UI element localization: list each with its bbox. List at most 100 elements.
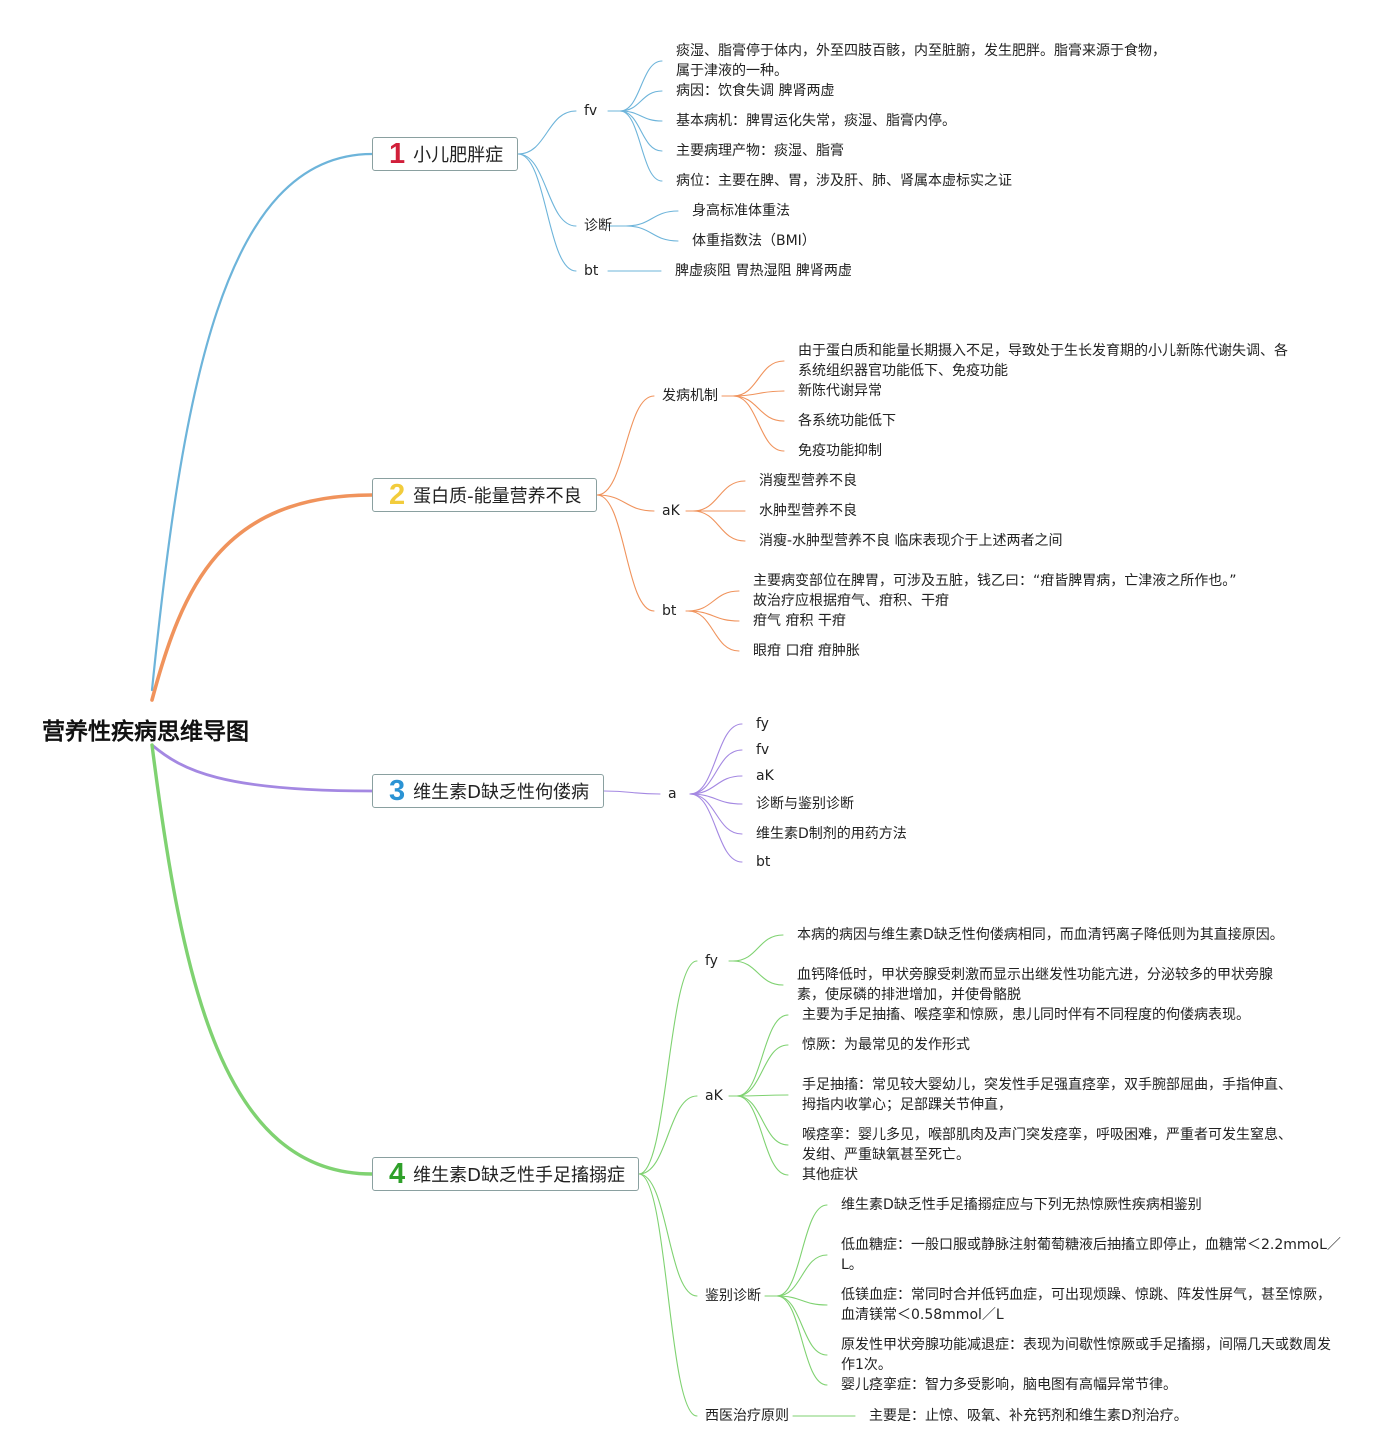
leaf-link <box>619 60 663 112</box>
leaf-topic: bt <box>756 854 771 870</box>
leaf-topic: 喉痉挛：婴儿多见，喉部肌肉及声门突发痉挛，呼吸困难，严重者可发生窒息、 发绀、严… <box>802 1127 1292 1163</box>
leaf-topic: 主要为手足抽搐、喉痉挛和惊厥，患儿同时伴有不同程度的佝偻病表现。 <box>802 1007 1250 1023</box>
leaf-link <box>736 1094 789 1097</box>
root-link <box>150 152 374 692</box>
sub-topic[interactable]: fv <box>584 103 598 119</box>
sub-topic[interactable]: bt <box>662 603 677 619</box>
sub-topic[interactable]: aK <box>662 503 680 519</box>
leaf-topic: fv <box>756 742 770 758</box>
branch-label: 维生素D缺乏性手足搐搦症 <box>413 1165 625 1186</box>
leaf-topic: 脾虚痰阻 胃热湿阻 脾肾两虚 <box>675 263 852 279</box>
branch-label: 小儿肥胖症 <box>413 145 504 166</box>
branch-sub-link <box>638 960 698 1175</box>
root-title: 营养性疾病思维导图 <box>42 719 249 745</box>
leaf-link <box>732 960 784 986</box>
sub-topic[interactable]: aK <box>705 1088 723 1104</box>
branch-number: 4 <box>389 1157 406 1190</box>
branch-sub-link <box>596 494 655 512</box>
leaf-link <box>692 480 746 512</box>
sub-topic[interactable]: 鉴别诊断 <box>705 1288 761 1304</box>
sub-topic[interactable]: 西医治疗原则 <box>705 1408 789 1424</box>
sub-topic[interactable]: 发病机制 <box>662 388 718 404</box>
branch-number: 1 <box>389 137 406 170</box>
leaf-link <box>689 793 743 835</box>
leaf-link <box>689 723 743 795</box>
leaf-topic: 手足抽搐：常见较大婴幼儿，突发性手足强直痉挛，双手腕部屈曲，手指伸直、 拇指内收… <box>802 1077 1292 1113</box>
branch-topic[interactable]: 3 维生素D缺乏性佝偻病 <box>372 774 604 808</box>
leaf-link <box>776 1254 828 1297</box>
leaf-link <box>625 210 679 227</box>
leaf-topic: aK <box>756 768 774 784</box>
leaf-link <box>687 590 740 612</box>
leaf-topic: 基本病机：脾胃运化失常，痰湿、脂膏内停。 <box>676 113 956 129</box>
leaf-topic: 免疫功能抑制 <box>798 443 882 459</box>
sub-topic[interactable]: a <box>668 786 677 802</box>
leaf-topic: 血钙降低时，甲状旁腺受刺激而显示出继发性功能亢进，分泌较多的甲状旁腺 素，使尿磷… <box>797 967 1273 1003</box>
branch-sub-link <box>517 110 577 155</box>
branch-topic[interactable]: 1 小儿肥胖症 <box>372 137 518 171</box>
leaf-topic: 各系统功能低下 <box>798 413 896 429</box>
leaf-topic: 低镁血症：常同时合并低钙血症，可出现烦躁、惊跳、阵发性屏气，甚至惊厥， 血清镁常… <box>841 1287 1331 1323</box>
leaf-topic: 维生素D缺乏性手足搐搦症应与下列无热惊厥性疾病相鉴别 <box>841 1197 1202 1213</box>
leaf-link <box>776 1295 828 1356</box>
leaf-link <box>689 775 743 795</box>
leaf-link <box>619 110 663 152</box>
branch-sub-link <box>517 153 577 272</box>
leaf-link <box>732 390 785 397</box>
leaf-topic: 消瘦型营养不良 <box>759 473 857 489</box>
branch-label: 维生素D缺乏性佝偻病 <box>413 782 590 803</box>
leaf-link <box>689 749 743 795</box>
leaf-topic: 本病的病因与维生素D缺乏性佝偻病相同，而血清钙离子降低则为其直接原因。 <box>797 927 1284 943</box>
leaf-link <box>732 395 785 452</box>
branch-sub-link <box>517 153 577 227</box>
root-link <box>150 743 374 793</box>
leaf-link <box>776 1204 828 1297</box>
branch-topic[interactable]: 2 蛋白质-能量营养不良 <box>372 478 597 512</box>
leaf-topic: 病因：饮食失调 脾肾两虚 <box>676 83 835 99</box>
leaf-link <box>776 1295 828 1306</box>
branch-topic[interactable]: 4 维生素D缺乏性手足搐搦症 <box>372 1157 639 1191</box>
branch-sub-link <box>638 1173 698 1417</box>
leaf-topic: 原发性甲状旁腺功能减退症：表现为间歇性惊厥或手足搐搦，间隔几天或数周发 作1次。 <box>841 1337 1331 1373</box>
leaf-link <box>732 934 784 962</box>
leaf-topic: 主要是：止惊、吸氧、补充钙剂和维生素D剂治疗。 <box>869 1408 1188 1424</box>
branch-number: 3 <box>389 774 406 807</box>
leaf-link <box>732 395 785 422</box>
leaf-topic: 体重指数法（BMI） <box>692 233 816 249</box>
branch-sub-link <box>603 790 661 795</box>
leaf-link <box>736 1095 789 1176</box>
sub-topic[interactable]: bt <box>584 263 599 279</box>
leaf-topic: 水肿型营养不良 <box>759 503 857 519</box>
sub-topic[interactable]: 诊断 <box>584 218 612 234</box>
leaf-topic: 由于蛋白质和能量长期摄入不足，导致处于生长发育期的小儿新陈代谢失调、各 系统组织… <box>798 343 1288 379</box>
sub-topic[interactable]: fy <box>705 953 718 969</box>
leaf-topic: 痰湿、脂膏停于体内，外至四肢百骸，内至脏腑，发生肥胖。脂膏来源于食物， 属于津液… <box>676 43 1166 79</box>
leaf-topic: 主要病变部位在脾胃，可涉及五脏，钱乙曰：“疳皆脾胃病，亡津液之所作也。” 故治疗… <box>753 573 1237 609</box>
leaf-link <box>736 1095 789 1146</box>
leaf-topic: 主要病理产物：痰湿、脂膏 <box>676 143 844 159</box>
leaf-topic: 身高标准体重法 <box>692 203 790 219</box>
leaf-link <box>619 110 663 182</box>
leaf-link <box>776 1295 828 1386</box>
leaf-link <box>736 1044 789 1097</box>
leaf-topic: 新陈代谢异常 <box>798 383 882 399</box>
leaf-link <box>625 225 679 242</box>
branch-number: 2 <box>389 478 406 511</box>
leaf-topic: 疳气 疳积 干疳 <box>753 613 846 629</box>
root-link <box>150 493 374 702</box>
branch-sub-link <box>638 1173 698 1297</box>
leaf-link <box>687 610 740 652</box>
root-link <box>150 743 374 1176</box>
leaf-topic: 病位：主要在脾、胃，涉及肝、肺、肾属本虚标实之证 <box>676 173 1012 189</box>
leaf-topic: 其他症状 <box>802 1167 858 1183</box>
leaf-topic: 消瘦-水肿型营养不良 临床表现介于上述两者之间 <box>759 533 1063 549</box>
branch-sub-link <box>596 494 655 612</box>
leaf-link <box>619 90 663 112</box>
leaf-topic: 惊厥：为最常见的发作形式 <box>802 1037 970 1053</box>
leaf-topic: 诊断与鉴别诊断 <box>756 796 854 812</box>
branch-label: 蛋白质-能量营养不良 <box>413 486 582 507</box>
leaf-topic: 婴儿痉挛症：智力多受影响，脑电图有高幅异常节律。 <box>841 1377 1177 1393</box>
leaf-link <box>732 360 785 397</box>
leaf-topic: fy <box>756 716 769 732</box>
